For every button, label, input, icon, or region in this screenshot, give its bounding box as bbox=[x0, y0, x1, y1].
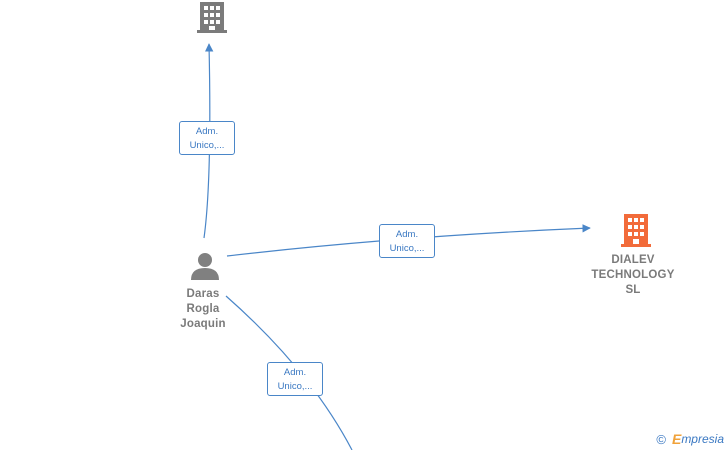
company-label-line: TECHNOLOGY bbox=[591, 269, 675, 281]
edge-line-top bbox=[203, 43, 214, 239]
edge-label-line: Adm. bbox=[195, 126, 219, 137]
person-label-line: Rogla bbox=[186, 303, 220, 315]
brand-initial: E bbox=[671, 431, 682, 447]
edge-label-line: Unico,... bbox=[277, 381, 313, 392]
brand-name: mpresia bbox=[681, 432, 724, 446]
company-label-line: DIALEV bbox=[611, 254, 655, 266]
person-icon[interactable] bbox=[191, 253, 219, 280]
copyright-symbol: © bbox=[656, 431, 666, 447]
company-label-line: SL bbox=[625, 284, 641, 296]
edge-label-line: Adm. bbox=[283, 367, 307, 378]
edge-label-line: Adm. bbox=[395, 229, 419, 240]
edge-label-line: Unico,... bbox=[189, 140, 225, 151]
building-icon[interactable] bbox=[621, 214, 651, 247]
edge-label-line: Unico,... bbox=[389, 243, 425, 254]
empresia-watermark: © E mpresia bbox=[656, 431, 724, 447]
building-icon[interactable] bbox=[197, 2, 227, 33]
person-label-line: Joaquin bbox=[180, 318, 226, 330]
person-label[interactable]: Daras Rogla Joaquin bbox=[163, 287, 243, 332]
edge-label-right[interactable]: Adm. Unico,... bbox=[379, 224, 435, 258]
edge-label-top[interactable]: Adm. Unico,... bbox=[179, 121, 235, 155]
edge-label-bottom[interactable]: Adm. Unico,... bbox=[267, 362, 323, 396]
company-label[interactable]: DIALEV TECHNOLOGY SL bbox=[583, 253, 683, 298]
person-label-line: Daras bbox=[186, 288, 220, 300]
